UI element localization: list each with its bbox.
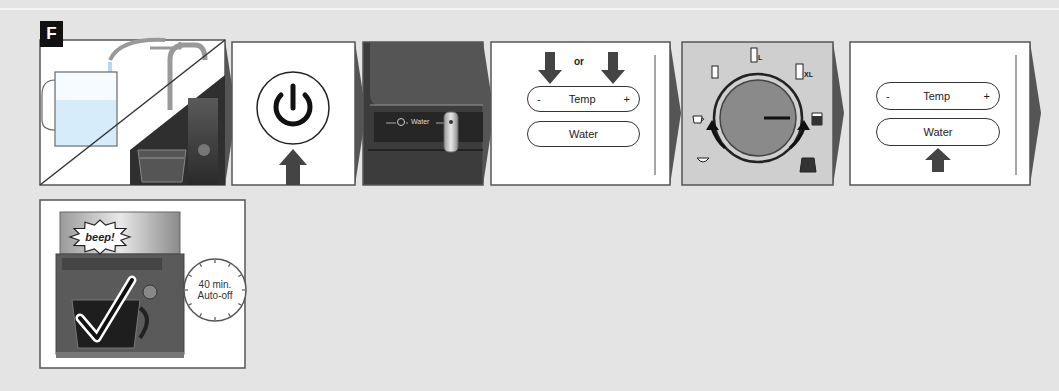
auto-off-clock: 40 min. Auto-off	[182, 257, 248, 323]
node-text: Water	[924, 126, 953, 138]
power-panel	[232, 42, 355, 185]
top-rule	[0, 8, 1059, 10]
step-badge: F	[40, 21, 63, 47]
temp-button: - Temp +	[876, 82, 1000, 110]
beep-burst: beep!	[70, 220, 130, 254]
start-panel	[850, 42, 1030, 185]
or-label: or	[574, 56, 584, 67]
node-text: Water	[569, 128, 598, 140]
node-text: -	[537, 93, 541, 105]
switch-label: Water	[411, 118, 429, 125]
node-text: Temp	[923, 90, 950, 102]
water-button: Water	[527, 121, 640, 147]
done-panel	[40, 200, 245, 368]
node-text: +	[624, 93, 630, 105]
node-text: beep!	[85, 231, 114, 243]
water-button: Water	[876, 118, 1000, 146]
dial-panel	[682, 42, 833, 185]
temp-panel	[491, 42, 670, 185]
size-label: XL	[804, 71, 813, 78]
node-text: 40 min. Auto-off	[192, 279, 238, 301]
node-text: Temp	[569, 93, 596, 105]
fill-water-panel	[40, 35, 226, 185]
size-label: L	[758, 54, 762, 61]
temp-button: - Temp +	[527, 86, 640, 112]
water-switch-panel	[363, 42, 483, 185]
node-text: +	[984, 90, 990, 102]
node-text: F	[46, 24, 56, 44]
node-text: -	[886, 90, 890, 102]
